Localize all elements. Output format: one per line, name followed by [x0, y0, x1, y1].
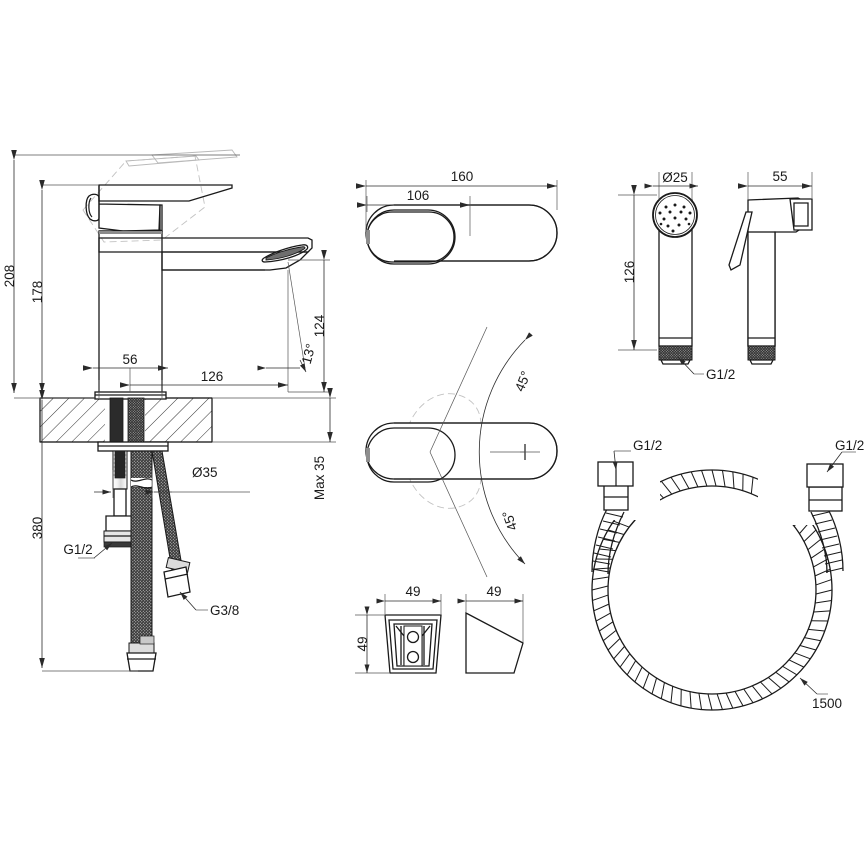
dimension-13-degree: 13°: [257, 261, 319, 373]
dimension-label-bracket-width-side: 49: [486, 584, 501, 599]
faucet-lever: [85, 184, 233, 233]
view-hose-coil: G1/2 G1/2 1500: [586, 438, 864, 711]
dimension-56: 56: [83, 352, 168, 398]
dimension-label-hose-length: 380: [30, 517, 45, 540]
dimension-label-spray-face-diameter: Ø25: [662, 170, 688, 185]
view-hand-shower-side: 55: [728, 169, 813, 365]
dimension-label-body-width: 56: [122, 352, 137, 367]
callout-label-hose-thread-left: G1/2: [633, 438, 662, 453]
dimension-label-bracket-height-front: 49: [355, 636, 370, 651]
callout-label-supply-thread: G3/8: [210, 603, 239, 618]
dimension-max-35: Max 35: [312, 388, 333, 500]
spray-holes: [658, 203, 692, 233]
dimension-label-shower-depth: 55: [772, 169, 787, 184]
wall-bracket-side: [465, 611, 524, 674]
dimension-126: 126: [120, 270, 289, 392]
dimension-set-hand-shower-side: 55: [738, 169, 813, 200]
counter-deck-section: [39, 397, 213, 443]
dimension-label-bracket-width-front: 49: [405, 584, 420, 599]
callout-label-shower-outlet-thread: G1/2: [63, 542, 92, 557]
view-faucet-top: 160 106: [356, 169, 558, 265]
mounting-stud-and-hoses: [97, 397, 191, 672]
callout-label-hose-thread-right: G1/2: [835, 438, 864, 453]
view-wall-bracket: 49 49 49: [355, 584, 524, 674]
dimension-diameter-35: Ø35: [94, 465, 250, 498]
dimension-label-swivel-down: 45°: [499, 508, 520, 532]
dimension-label-total-height: 208: [2, 265, 17, 288]
dimension-label-lever-length: 106: [407, 188, 430, 203]
dimension-label-swivel-up: 45°: [512, 369, 534, 394]
callout-g12-faucet: G1/2: [63, 542, 113, 559]
faucet-body: [98, 230, 163, 399]
dimension-label-overall-length: 160: [451, 169, 474, 184]
dimension-208: 208: [2, 150, 17, 393]
dimension-set-hand-shower-front: Ø25 126 G1/2: [618, 170, 735, 382]
dimension-set-faucet-swivel: 45° 45°: [429, 326, 540, 578]
view-faucet-front-elevation: 208 178 56 126: [2, 149, 336, 672]
dimension-set-hose: G1/2 G1/2 1500: [612, 438, 864, 711]
faucet-spout: [98, 237, 313, 271]
dimension-label-spout-reach: 126: [201, 369, 224, 384]
dimension-label-deck-thickness: Max 35: [312, 456, 327, 500]
dimension-set-wall-bracket: 49 49 49: [355, 584, 524, 674]
dimension-label-spout-angle: 13°: [299, 342, 319, 366]
dimension-set-faucet-top: 160 106: [356, 169, 558, 236]
view-hand-shower-front: Ø25 126 G1/2: [618, 170, 735, 382]
dimension-178: 178: [30, 180, 45, 393]
view-faucet-swivel: 45° 45°: [365, 326, 558, 578]
dimension-380: 380: [30, 390, 138, 672]
wall-bracket-front: [384, 614, 442, 674]
dimension-label-spout-height: 124: [312, 314, 327, 337]
dimension-label-shower-length: 126: [622, 261, 637, 284]
dimension-set-faucet-front: 208 178 56 126: [2, 150, 336, 672]
dimension-label-mounting-hole-diameter: Ø35: [192, 465, 218, 480]
lever-ghost-outline: [82, 149, 238, 243]
callout-label-hand-shower-inlet-thread: G1/2: [706, 367, 735, 382]
callout-g38-faucet: G3/8: [179, 591, 239, 618]
dimension-label-spout-top-height: 178: [30, 281, 45, 304]
dimension-label-hose-total-length: 1500: [812, 696, 842, 711]
dimension-124: 124: [288, 250, 330, 393]
